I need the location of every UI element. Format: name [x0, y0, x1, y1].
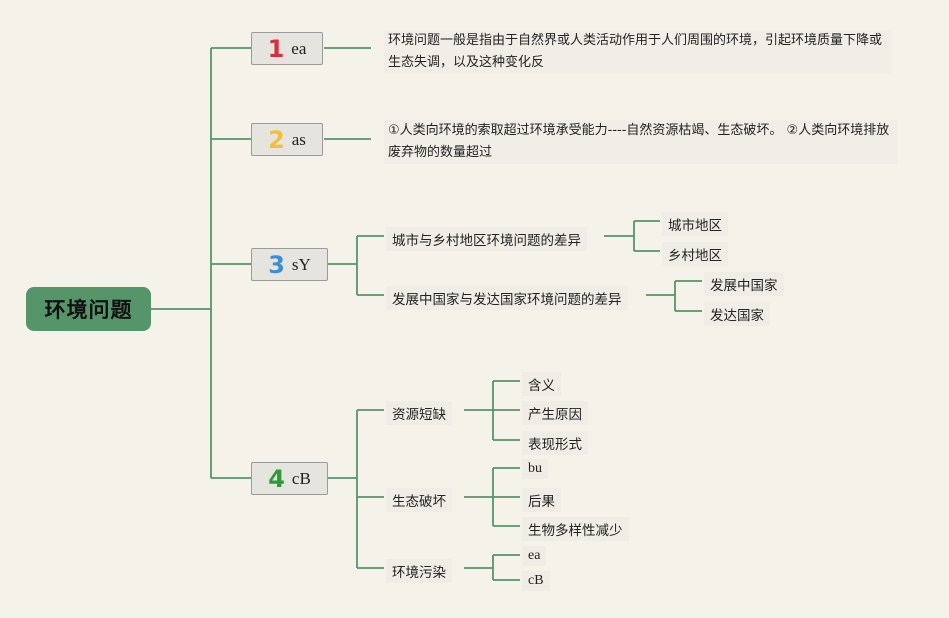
leaf-cb[interactable]: cB	[522, 571, 550, 591]
leaf-urban[interactable]: 城市地区	[662, 212, 728, 236]
leaf-manifestations[interactable]: 表现形式	[522, 431, 588, 455]
root-topic[interactable]: 环境问题	[26, 287, 151, 331]
leaf-bu[interactable]: bu	[522, 459, 548, 479]
branch-2-label: as	[291, 129, 306, 149]
leaf-rural[interactable]: 乡村地区	[662, 242, 728, 266]
root-label: 环境问题	[44, 298, 133, 322]
subtopic-pollution[interactable]: 环境污染	[386, 559, 452, 583]
number-4-icon: 4	[268, 464, 285, 493]
leaf-developed[interactable]: 发达国家	[704, 302, 770, 326]
subtopic-ecological-damage[interactable]: 生态破坏	[386, 488, 452, 512]
branch-1-detail[interactable]: 环境问题一般是指由于自然界或人类活动作用于人们周围的环境，引起环境质量下降或生态…	[384, 30, 892, 74]
number-2-icon: 2	[268, 125, 285, 154]
branch-2-detail[interactable]: ①人类向环境的索取超过环境承受能力----自然资源枯竭、生态破坏。 ②人类向环境…	[384, 120, 897, 164]
subtopic-urban-rural[interactable]: 城市与乡村地区环境问题的差异	[386, 227, 587, 251]
leaf-causes[interactable]: 产生原因	[522, 401, 588, 425]
leaf-ea[interactable]: ea	[522, 546, 547, 566]
number-1-icon: 1	[267, 34, 285, 63]
branch-2-node[interactable]: 2 as	[251, 123, 323, 156]
branch-4-node[interactable]: 4 cB	[251, 462, 328, 495]
subtopic-resource-shortage[interactable]: 资源短缺	[386, 401, 452, 425]
branch-1-label: ea	[291, 38, 307, 58]
number-3-icon: 3	[268, 250, 285, 279]
branch-4-label: cB	[291, 468, 311, 488]
leaf-consequences[interactable]: 后果	[522, 488, 561, 512]
branch-3-node[interactable]: 3 sY	[251, 248, 328, 281]
branch-1-node[interactable]: 1 ea	[251, 32, 323, 65]
subtopic-developing-developed[interactable]: 发展中国家与发达国家环境问题的差异	[386, 286, 628, 310]
leaf-biodiversity-loss[interactable]: 生物多样性减少	[522, 517, 629, 541]
leaf-meaning[interactable]: 含义	[522, 372, 561, 396]
branch-3-label: sY	[291, 254, 311, 274]
leaf-developing[interactable]: 发展中国家	[704, 272, 784, 296]
